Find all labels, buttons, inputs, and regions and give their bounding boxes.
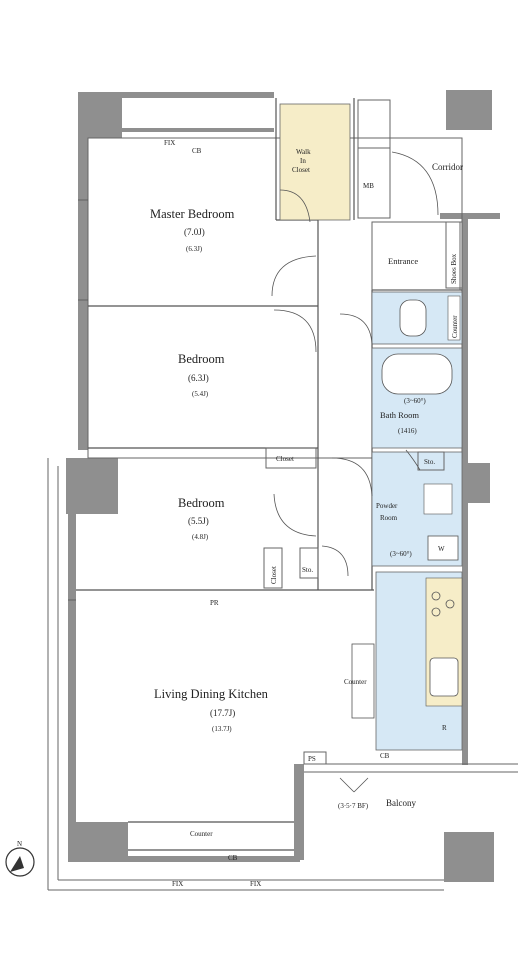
- master-door-arc: [271, 255, 317, 297]
- shoes-box-label: Shoes Box: [450, 253, 458, 284]
- bath-door-arc: [405, 449, 421, 471]
- compass-label: N: [17, 840, 22, 848]
- pr-label: PR: [210, 599, 219, 607]
- closet2: [263, 547, 283, 589]
- entrance-label: Entrance: [388, 256, 418, 266]
- toilet-fixture: [399, 299, 427, 337]
- bedroom1-door-arc: [273, 309, 317, 353]
- closet1-label: Closet: [276, 455, 294, 463]
- toilet-counter: [447, 295, 461, 341]
- column-top-left: [78, 92, 122, 138]
- wall-left-lower: [68, 514, 76, 824]
- sto2-label: Sto.: [302, 566, 313, 574]
- closet2-label: Closet: [270, 566, 278, 584]
- powder-room-label-2: Room: [380, 514, 398, 522]
- balcony-post: [294, 764, 304, 860]
- bedroom2-size-m: (4.8J): [192, 533, 209, 541]
- partitions: [76, 98, 462, 851]
- corridor-label: Corridor: [432, 162, 463, 172]
- column-mid-left: [66, 458, 118, 514]
- wall-right: [462, 215, 468, 765]
- bath-room-size: (1416): [398, 427, 417, 435]
- powder-room-label-1: Powder: [376, 502, 398, 510]
- ps-label: PS: [308, 755, 316, 763]
- column-top-right: [446, 90, 492, 130]
- toilet-door-arc: [339, 313, 373, 345]
- entrance-door-arc: [391, 151, 439, 216]
- ps-box: [303, 751, 327, 765]
- walk-in-closet: [279, 103, 351, 221]
- top-fix-label: FIX: [164, 139, 175, 147]
- wic-door-arc: [279, 189, 311, 223]
- washbasin: [423, 483, 453, 515]
- kitchen-counter-island: [351, 643, 375, 719]
- closet1: [265, 447, 317, 469]
- ldk-size-j: (17.7J): [210, 708, 235, 718]
- r-label: R: [442, 724, 447, 732]
- balcony-note: (3·5·7 BF): [338, 802, 369, 810]
- sto-powder: [417, 451, 445, 471]
- bedroom1-size-m: (5.4J): [192, 390, 209, 398]
- mb-closet: [357, 99, 391, 219]
- bath-height-label: (3~60°): [404, 397, 426, 405]
- bedroom2-size-j: (5.5J): [188, 516, 209, 526]
- compass-icon: N: [5, 840, 35, 877]
- ldk-label: Living Dining Kitchen: [154, 687, 269, 701]
- balcony-label: Balcony: [386, 798, 416, 808]
- cb-window-label: CB: [228, 854, 238, 862]
- bedroom1-size-j: (6.3J): [188, 373, 209, 383]
- column-bottom-right: [444, 832, 494, 882]
- counter-window-label: Counter: [190, 830, 213, 838]
- top-cb-label: CB: [192, 147, 202, 155]
- cb-kitchen-label: CB: [380, 752, 390, 760]
- washer-height-label: (3~60°): [390, 550, 412, 558]
- wall-bottom: [128, 856, 300, 862]
- master-bedroom-size-j: (7.0J): [184, 227, 205, 237]
- corridor-wall: [440, 213, 500, 219]
- toilet-counter-label: Counter: [451, 315, 459, 338]
- sto2-door-arc: [321, 545, 349, 577]
- wall-left-upper: [78, 138, 88, 450]
- fix-right-label: FIX: [250, 880, 261, 888]
- ldk-size-m: (13.7J): [212, 725, 232, 733]
- master-bedroom-size-m: (6.3J): [186, 245, 203, 253]
- bedroom2-label: Bedroom: [178, 496, 225, 510]
- counter-kitchen-label: Counter: [344, 678, 367, 686]
- bedroom1-label: Bedroom: [178, 352, 225, 366]
- mb-label: MB: [363, 182, 374, 190]
- kitchen-sink: [429, 657, 459, 697]
- bathtub: [381, 353, 453, 395]
- walk-in-closet-label-2: In: [300, 157, 306, 165]
- wall-top: [122, 92, 274, 98]
- washer-label: W: [438, 545, 445, 553]
- master-bedroom-label: Master Bedroom: [150, 207, 235, 221]
- balcony-door-marks: [339, 777, 369, 793]
- sto-powder-label: Sto.: [424, 458, 435, 466]
- entrance-area: [371, 221, 461, 291]
- powder-door-arc: [331, 457, 373, 497]
- sto2: [299, 547, 319, 579]
- bedroom2-door-arc: [273, 493, 317, 537]
- window-marks-left: [68, 199, 88, 601]
- washer: [427, 535, 459, 561]
- walk-in-closet-label-3: Closet: [292, 166, 310, 174]
- fix-left-label: FIX: [172, 880, 183, 888]
- wall-top-2: [122, 128, 274, 132]
- bath-room-label: Bath Room: [380, 410, 419, 420]
- walk-in-closet-label-1: Walk: [296, 148, 311, 156]
- shoes-box: [445, 221, 463, 289]
- column-bottom-left: [68, 822, 128, 862]
